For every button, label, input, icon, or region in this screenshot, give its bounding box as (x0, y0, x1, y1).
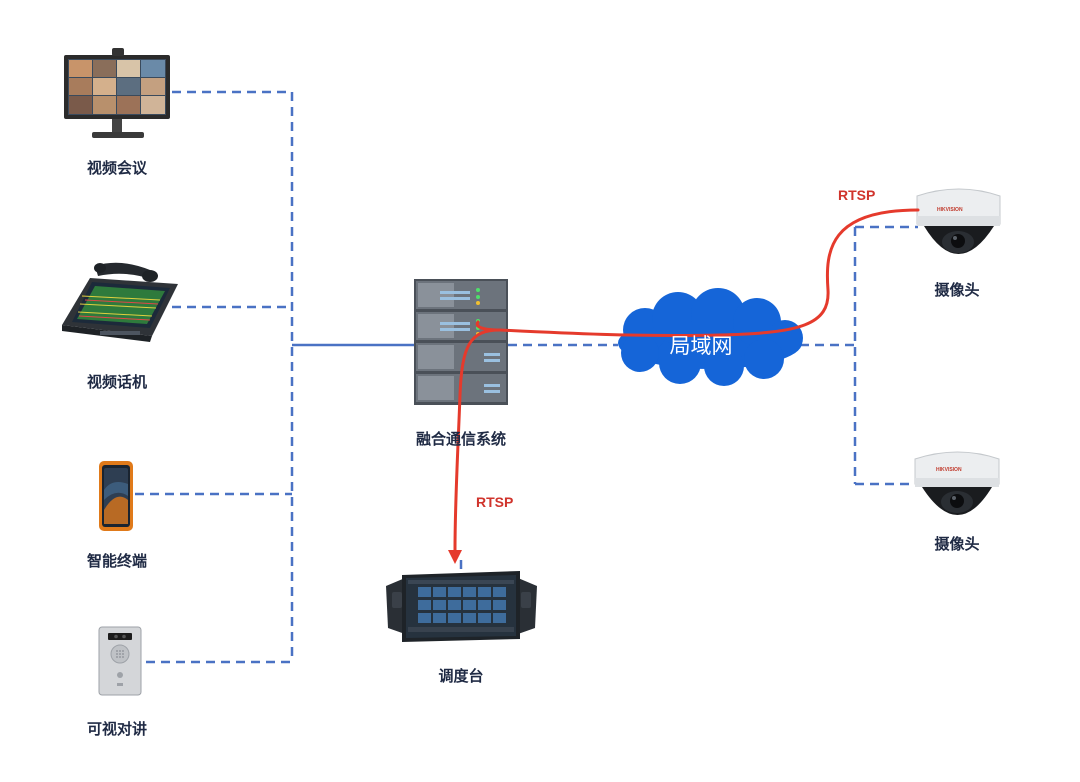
server-rack-icon (414, 279, 508, 405)
label-smart-terminal: 智能终端 (86, 552, 148, 570)
rtsp-console-arrowhead (448, 550, 462, 564)
dispatch-console-icon (386, 571, 537, 642)
label-camera-2: 摄像头 (934, 535, 980, 553)
label-video-conference: 视频会议 (86, 159, 148, 177)
camera-2-icon: HIKVISION (914, 451, 1000, 515)
label-server: 融合通信系统 (415, 430, 507, 448)
camera-2-brand: HIKVISION (936, 467, 962, 473)
label-console: 调度台 (438, 667, 484, 685)
label-rtsp-console: RTSP (476, 494, 514, 510)
label-video-intercom: 可视对讲 (86, 720, 148, 738)
label-rtsp-camera: RTSP (838, 187, 876, 203)
video-intercom-icon (98, 626, 142, 696)
smart-terminal-icon (99, 461, 133, 531)
rtsp-links (453, 208, 920, 552)
label-video-phone: 视频话机 (86, 373, 148, 391)
camera-1-icon: HIKVISION (916, 188, 1001, 254)
label-camera-1: 摄像头 (934, 281, 980, 299)
video-phone-icon (62, 262, 178, 342)
dashed-links (135, 90, 918, 664)
rtsp-console-route (453, 328, 502, 552)
video-conference-icon (64, 48, 170, 138)
camera-1-brand: HIKVISION (937, 207, 963, 213)
label-network: 局域网 (669, 334, 733, 358)
